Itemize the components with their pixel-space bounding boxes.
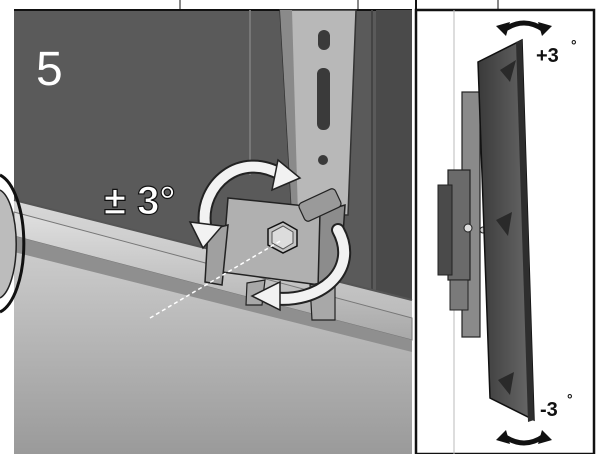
tilt-up-arrow-icon <box>496 20 552 36</box>
tilt-down-arrow-icon <box>496 430 552 446</box>
tv-profile <box>477 38 535 422</box>
tilt-minus-label: -3 <box>540 399 558 421</box>
degree-mark: ° <box>571 37 577 53</box>
tilt-plus-label: +3 <box>536 45 559 67</box>
rotate-arrow-icon <box>250 223 351 312</box>
rotate-arrow-icon <box>188 158 302 250</box>
degree-mark: ° <box>567 391 573 407</box>
rail-hole <box>318 155 328 165</box>
wall-mount <box>437 91 487 338</box>
rail-slot <box>318 30 330 50</box>
tilt-label: ± 3° <box>104 179 175 223</box>
step-number: 5 <box>36 43 63 96</box>
magnifier-edge <box>0 173 26 314</box>
rotation-axis <box>149 239 283 319</box>
side-view-panel: +3 ° -3 ° <box>414 0 596 454</box>
top-strip <box>14 0 412 10</box>
rail-slot <box>317 68 330 130</box>
main-panel: 5 ± 3° <box>0 0 413 454</box>
